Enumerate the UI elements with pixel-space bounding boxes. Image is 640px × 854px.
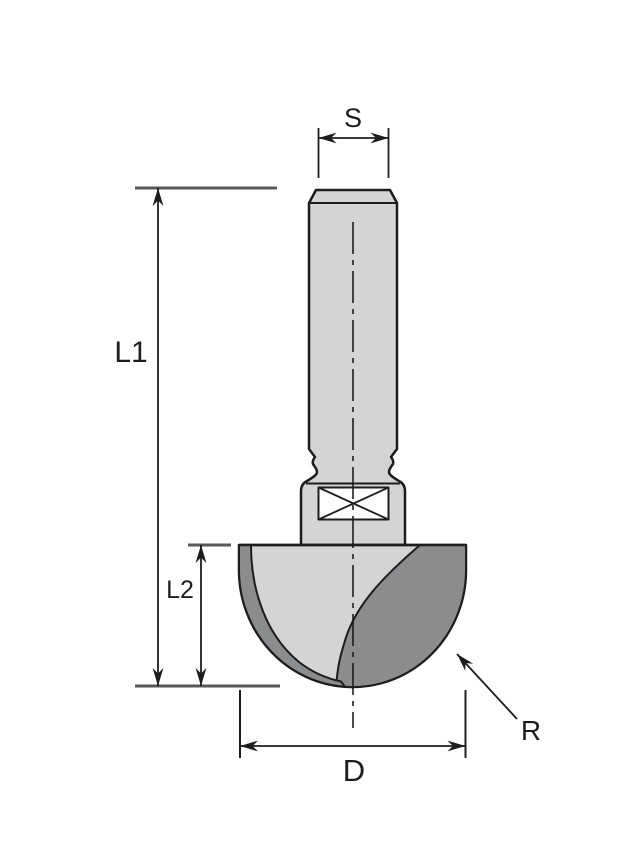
cutting-edge	[238, 544, 346, 688]
r-label: R	[521, 715, 541, 746]
d-label: D	[343, 753, 365, 788]
dimension-r: R	[456, 653, 541, 746]
dimension-l2: L2	[166, 543, 231, 686]
dimension-l1: L1	[114, 186, 280, 688]
r-leader-arrow	[456, 653, 518, 720]
l1-label: L1	[114, 336, 147, 369]
router-bit-body	[237, 188, 468, 728]
s-label: S	[344, 103, 362, 133]
dimension-d: D	[239, 690, 467, 788]
l2-label: L2	[166, 576, 194, 604]
dimension-s: S	[317, 103, 390, 178]
bearing-cross-line-2	[318, 486, 389, 521]
